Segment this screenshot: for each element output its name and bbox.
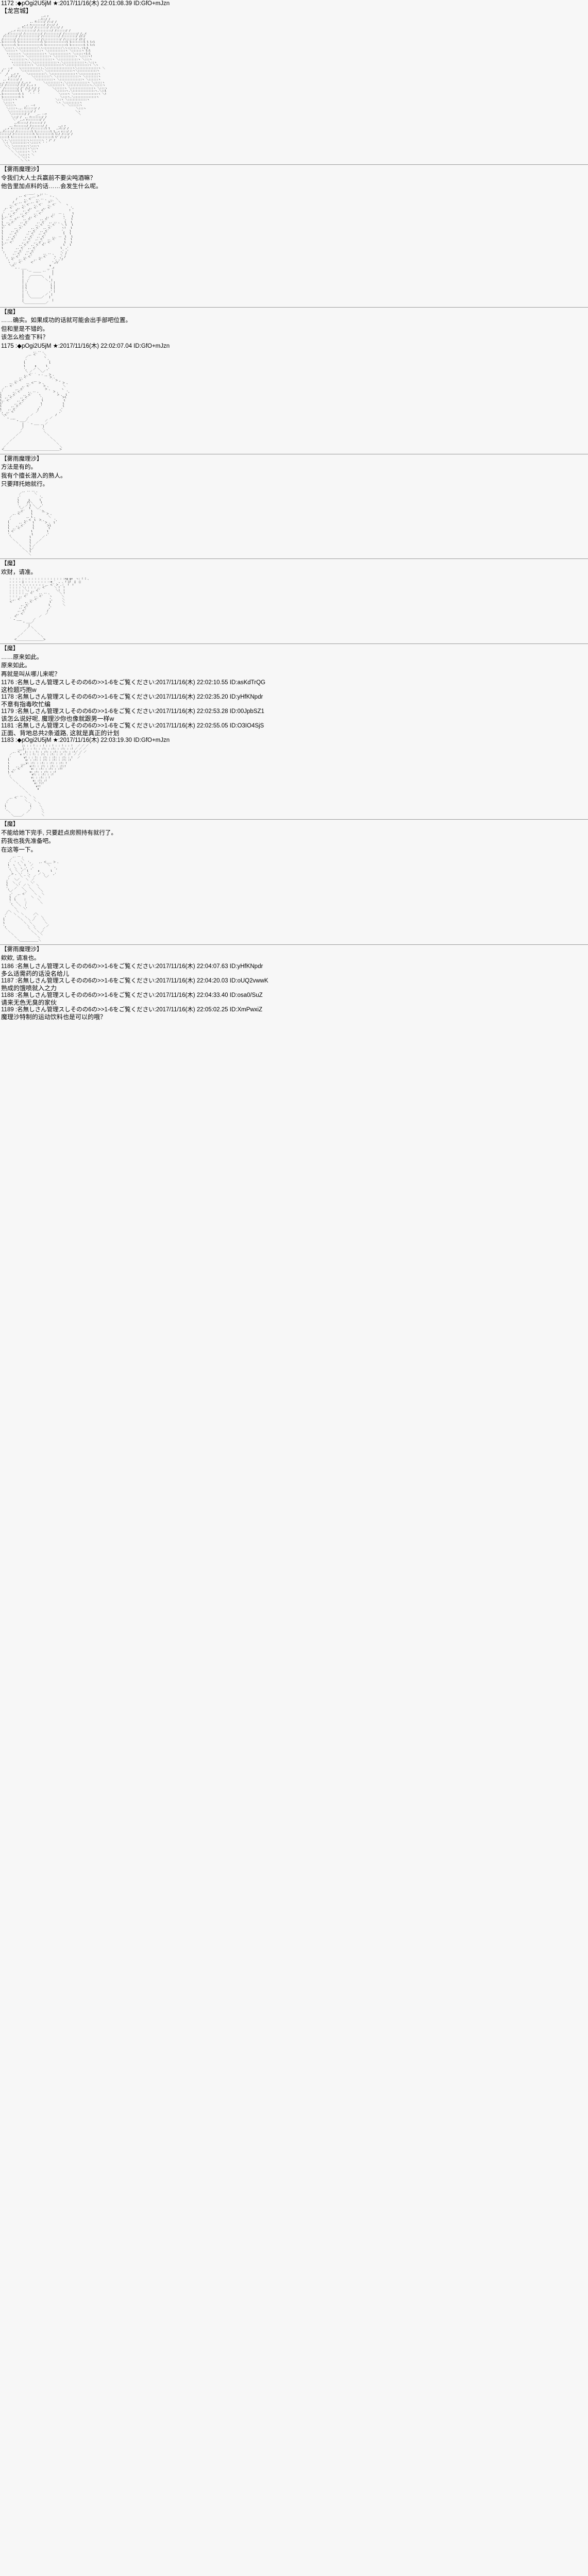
dialogue-name: 【魔】 [1,646,19,652]
ascii-art: ,. -‐ ､ ,. ＜´ ＼ ／ ヽ ,' ', l l l ∧ l ', ／… [0,350,70,452]
divider [0,307,588,308]
dialogue-line: 不能给她下完手, 只要赶点房照持有就行了。 [1,829,117,836]
divider [0,819,588,820]
post-title: 【龙宫城】 [1,7,32,14]
ascii-art: : : : : : : : : : : : : : : : : : :×≦ ≧×… [9,578,89,641]
thread-page: 1172 :◆pOgi2U5jM ★:2017/11/16(木) 22:01:0… [0,0,588,1021]
dialogue-line: 只要拜托她就行。 [1,481,48,488]
reply-header: 1186 :名無しさん管理スしそのの6の>>1-6をご覧ください:2017/11… [1,963,263,970]
divider-wrap [0,643,588,645]
reply-header: 1178 :名無しさん管理スしそのの6の>>1-6をご覧ください:2017/11… [1,694,263,701]
reply-header: 1187 :名無しさん管理スしそのの6の>>1-6をご覧ください:2017/11… [1,978,268,985]
reply-body: 熟成的饿喷就入之力 [1,985,57,992]
reply-header: 1179 :名無しさん管理スしそのの6の>>1-6をご覧ください:2017/11… [1,708,264,715]
dialogue-line: 欸欸, 请准也。 [1,955,40,961]
post-header: 1172 :◆pOgi2U5jM ★:2017/11/16(木) 22:01:0… [1,1,170,7]
divider [0,944,588,945]
reply-header: 1181 :名無しさん管理スしそのの6の>>1-6をご覧ください:2017/11… [1,723,264,730]
reply-body: 这检题巧抱w [1,686,37,694]
dialogue-line: 但和里是不错的。 [1,326,48,332]
ascii-art: |: : : ! : : ! : : ! : : ! : : ! ／ ／ ／ ＿… [5,744,89,817]
post-1175b: ,. -‐ ‐- ､ ／ ＼ ,' ', l i l l /l＼ l ', ／ … [0,489,588,578]
post-1175: 1175 :◆pOgi2U5jM ★:2017/11/16(木) 22:02:0… [0,343,588,489]
dialogue-line: 该怎么检查下料？ [1,334,48,341]
dialogue-line: ……原来如此。 [1,654,43,660]
post-end: ,. -‐ ､ ／ ＼ ,' ' , ＼ ', ,. ＜＿＿ ＞ ､ l ヽ ＼… [0,855,588,1021]
reply-body: 请来无色无臭的家伙 [1,999,57,1007]
reply-body: 正面、背地总共2条道路, 这就是真正的计划 [1,730,120,737]
divider-wrap [0,558,588,560]
dialogue-line: 欢财，请准。 [1,569,37,575]
dialogue-name: 【雾雨魔理沙】 [1,166,43,173]
post-1172b: ＿＿. ,. ､ ,. ＜´ ＿ ＞'´ ｀ ｰ ､ / ,. ＜´ ,. -‐… [0,192,588,343]
divider-wrap [0,164,588,165]
divider [0,558,588,560]
divider-wrap [0,819,588,820]
dialogue-line: 再就是叫从哪儿来呢？ [1,671,60,677]
ascii-art: ＿＿. ,. ､ ,. ＜´ ＿ ＞'´ ｀ ｰ ､ / ,. ＜´ ,. -‐… [2,192,74,305]
ascii-art: ,. -‐ ‐- ､ ／ ＼ ,' ', l i l l /l＼ l ', ／ … [8,489,57,556]
reply-body: 该怎么说好呢, 魔理沙你也像就跟男一样w [1,715,114,723]
dialogue-line: 方法是有的。 [1,464,37,471]
dialogue-name: 【雾雨魔理沙】 [1,946,43,953]
reply-header: 1176 :名無しさん管理スしそのの6の>>1-6をご覧ください:2017/11… [1,680,265,686]
dialogue-line: 我有个擅长潜入的熟人。 [1,472,66,479]
post-1176-block: : : : : : : : : : : : : : : : : : :×≦ ≧×… [0,577,588,737]
dialogue-line: 在这等一下。 [1,846,37,853]
reply-header: 1188 :名無しさん管理スしそのの6の>>1-6をご覧ください:2017/11… [1,992,263,999]
dialogue-name: 【魔】 [1,561,19,567]
dialogue-name: 【雾雨魔理沙】 [1,455,43,462]
post-1172: 1172 :◆pOgi2U5jM ★:2017/11/16(木) 22:01:0… [0,0,588,192]
dialogue-name: 【魔】 [1,821,19,828]
divider [0,164,588,165]
dialogue-name: 【魔】 [1,309,19,315]
ascii-art: ,. -‐ ､ ／ ＼ ,' ' , ＼ ', ,. ＜＿＿ ＞ ､ l ヽ ＼… [3,855,59,942]
reply-body: 魔理沙特制的运动饮料也是可以的哦？ [1,1013,107,1021]
post-header: 1175 :◆pOgi2U5jM ★:2017/11/16(木) 22:02:0… [1,343,170,349]
divider-wrap [0,307,588,308]
post-1183: 1183 :◆pOgi2U5jM ★:2017/11/16(木) 22:03:1… [0,737,588,855]
reply-body: 多么适需药的话没名给儿 [1,970,70,978]
dialogue-line: 令我们大人士兵赢前不要尖吨酒嘛？ [1,175,96,181]
dialogue-line: 药我也我先准备吧。 [1,838,55,845]
reply-body: 不意有指毒吹忙编 [1,701,51,708]
dialogue-line: 原来如此。 [1,663,31,669]
divider [0,643,588,645]
divider-wrap [0,944,588,945]
reply-header: 1189 :名無しさん管理スしそのの6の>>1-6をご覧ください:2017/11… [1,1007,263,1013]
dialogue-line: 他告里加点料的话……会发生什么呢。 [1,183,102,190]
post-header: 1183 :◆pOgi2U5jM ★:2017/11/16(木) 22:03:1… [1,737,170,744]
ascii-art: ,.ｨ ｧ _ ,.ｲ::/ / ,. ｲ:::::/ /::/ / _,.ｨ … [0,15,108,162]
dialogue-line: ……确实。如果成功的话就可能会出手部吧位置。 [1,317,131,324]
